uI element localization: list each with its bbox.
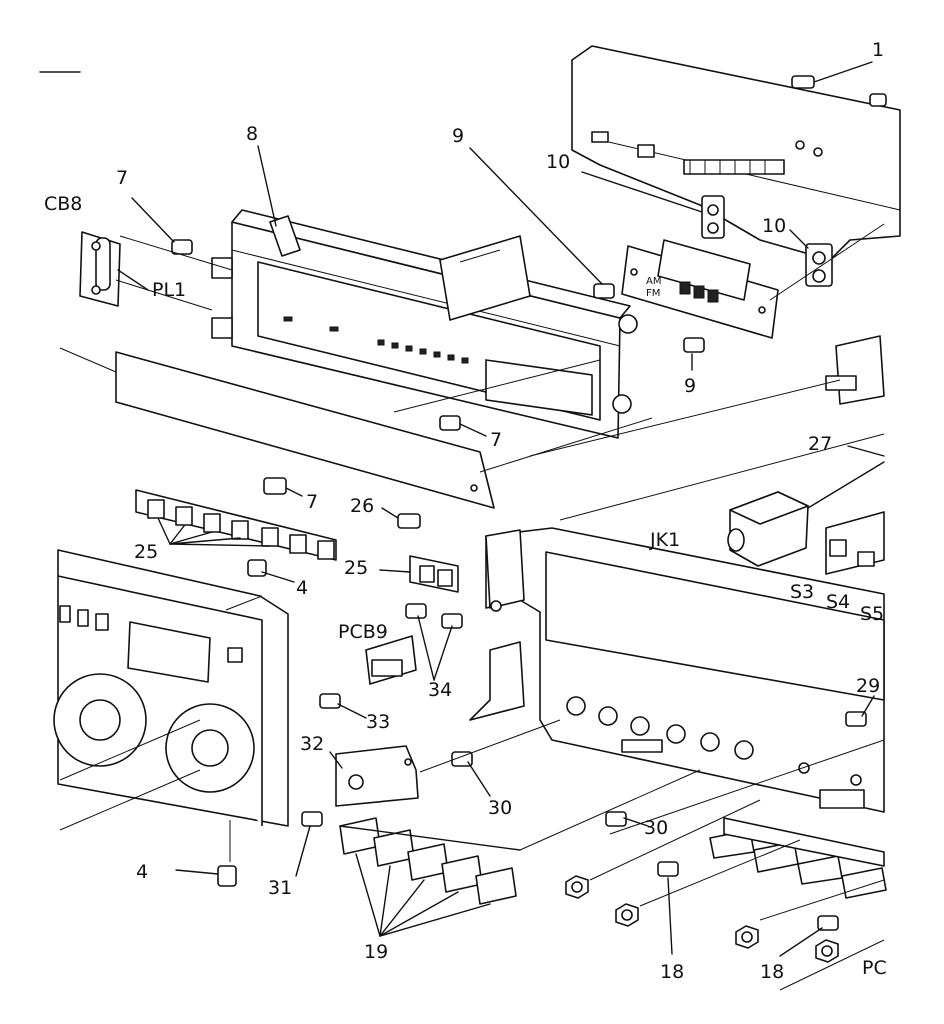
callout-19: 19: [364, 941, 388, 963]
hex-nuts: [565, 875, 839, 963]
callout-s5: S5: [860, 603, 884, 625]
screw-1b: [869, 93, 887, 107]
led-holder-left: [701, 195, 725, 239]
screw-1: [791, 61, 873, 89]
callout-25-mid: 25: [344, 557, 368, 579]
callout-7-mid: 7: [490, 429, 502, 451]
main-chassis: [469, 527, 885, 813]
callout-26: 26: [350, 495, 374, 517]
callout-32: 32: [300, 733, 324, 755]
frame-indicator-dots: [283, 316, 469, 364]
svg-text:AM: AM: [646, 276, 661, 287]
callout-cb8: CB8: [44, 193, 82, 215]
callout-1: 1: [872, 39, 884, 61]
screws: [171, 239, 867, 931]
dial-frame-8: [211, 209, 638, 439]
button-bank-19: [339, 817, 521, 905]
pcb8-lamp-board: [79, 231, 121, 307]
callout-pcb9: PCB9: [338, 621, 388, 643]
svg-text:FM: FM: [646, 288, 660, 299]
callout-s3: S3: [790, 581, 814, 603]
frequency-display-module: AM FM: [621, 239, 779, 339]
top-right-circuit-board: [571, 45, 901, 261]
callout-31: 31: [268, 877, 292, 899]
led-holder-right: [805, 243, 833, 287]
small-bracket-25: [409, 555, 459, 593]
callout-pc: PC: [862, 957, 887, 979]
dial-window-strip: [115, 351, 495, 509]
callout-34: 34: [428, 679, 452, 701]
callout-25-left: 25: [134, 541, 158, 563]
leader-lines: [117, 145, 885, 957]
callout-29: 29: [856, 675, 880, 697]
callout-7-top: 7: [116, 167, 128, 189]
callout-9-top: 9: [452, 125, 464, 147]
callout-30-a: 30: [488, 797, 512, 819]
callout-s4: S4: [826, 591, 850, 613]
front-cabinet: [53, 549, 289, 827]
assembly-guide-lines: [59, 223, 885, 991]
headphone-jack-jk1: [727, 461, 885, 567]
right-button-bank: [709, 817, 887, 899]
callout-18-a: 18: [660, 961, 684, 983]
callout-labels: 1 8 9 10 10 7 CB8 PL1 9 7 27 7 26 JK1 25…: [44, 39, 887, 983]
button-strip-25: [135, 489, 337, 561]
right-bracket: [825, 335, 885, 405]
callout-10-right: 10: [762, 215, 786, 237]
slide-switches: [825, 511, 885, 575]
callout-18-b: 18: [760, 961, 784, 983]
callout-pl1: PL1: [152, 279, 186, 301]
callout-7-low: 7: [306, 491, 318, 513]
callout-8: 8: [246, 123, 258, 145]
callout-4-top: 4: [296, 577, 308, 599]
callout-27: 27: [808, 433, 832, 455]
callout-33: 33: [366, 711, 390, 733]
callout-10-left: 10: [546, 151, 570, 173]
pcb9-board: [365, 635, 417, 685]
bracket-32: [335, 745, 419, 807]
callout-30-b: 30: [644, 817, 668, 839]
callout-9-right: 9: [684, 375, 696, 397]
callout-4-bottom: 4: [136, 861, 148, 883]
callout-jk1: JK1: [649, 529, 680, 551]
